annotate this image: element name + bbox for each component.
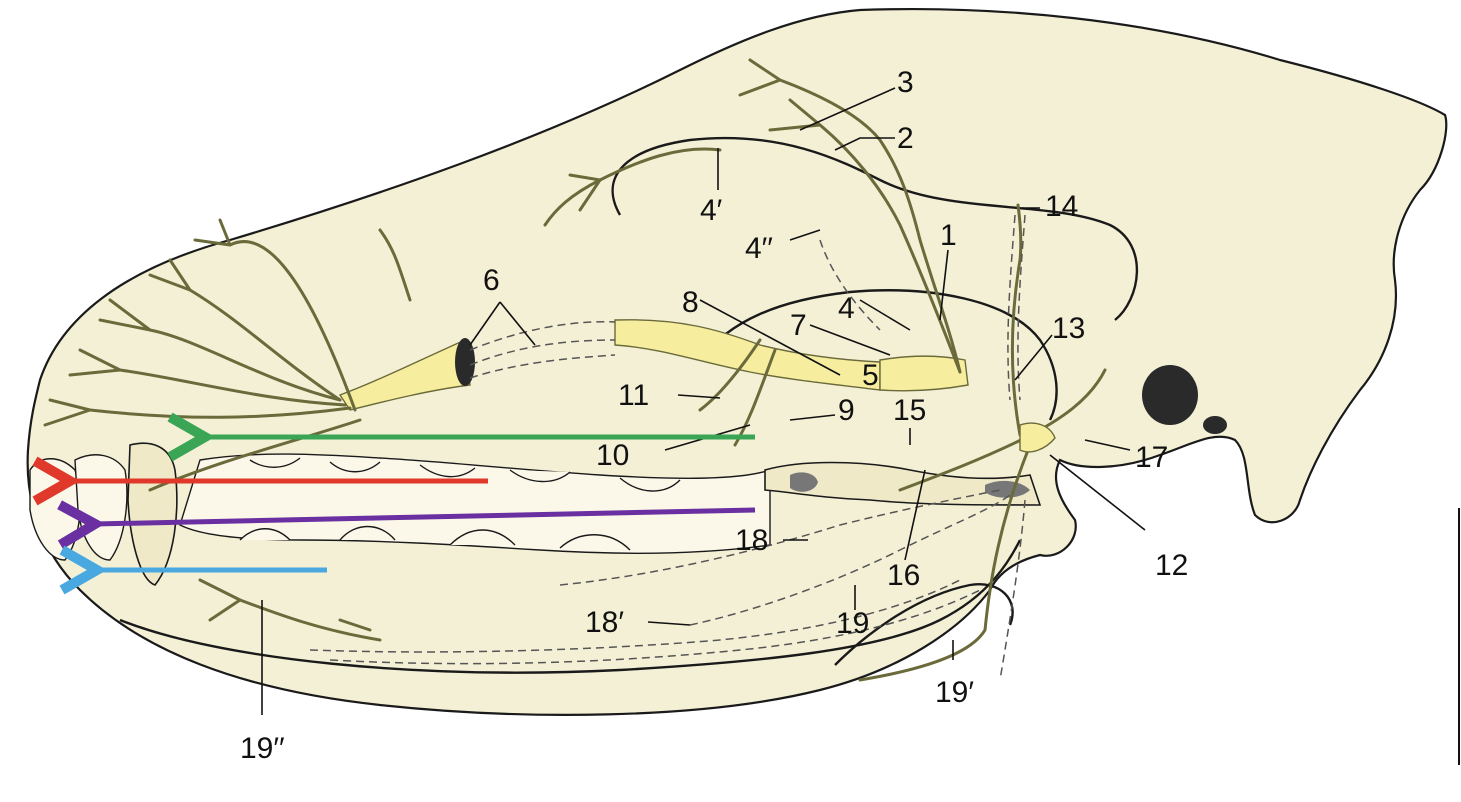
label-14: 14	[1045, 190, 1078, 223]
label-2: 2	[897, 122, 914, 155]
label-19-prime: 19′	[935, 676, 974, 709]
label-9: 9	[838, 394, 855, 427]
label-17: 17	[1135, 441, 1168, 474]
label-18: 18	[735, 524, 768, 557]
arrow-purple	[95, 510, 756, 524]
label-1: 1	[940, 219, 957, 252]
label-12: 12	[1155, 549, 1188, 582]
coronoid-outline	[834, 583, 1014, 666]
label-11: 11	[618, 379, 649, 412]
label-4-prime: 4′	[700, 194, 723, 227]
facial-nerve-branches	[43, 58, 1107, 682]
orbit-outline	[611, 136, 1139, 321]
leader-lines	[261, 87, 1146, 715]
label-10: 10	[596, 439, 629, 472]
label-3: 3	[897, 66, 914, 99]
label-19-double-prime: 19′′	[240, 732, 285, 765]
external-acoustic-meatus	[1142, 365, 1198, 425]
label-16: 16	[887, 559, 920, 592]
stylomastoid-foramen	[1203, 416, 1227, 434]
label-5: 5	[862, 359, 879, 392]
label-4-double-prime: 4′′	[745, 232, 773, 265]
hyoid-and-pterygoid	[764, 461, 1042, 506]
label-4: 4	[838, 292, 855, 325]
label-7: 7	[790, 309, 807, 342]
infraorbital-nerve-trunk	[338, 319, 969, 411]
label-8: 8	[682, 286, 699, 319]
label-6: 6	[483, 264, 500, 297]
label-19: 19	[836, 607, 869, 640]
intraosseous-courses	[309, 214, 1026, 681]
label-15: 15	[893, 394, 926, 427]
label-18-prime: 18′	[585, 606, 624, 639]
mandible-outline	[119, 539, 1022, 674]
label-13: 13	[1052, 312, 1085, 345]
mandibular-nerve-trunk	[1019, 422, 1056, 453]
